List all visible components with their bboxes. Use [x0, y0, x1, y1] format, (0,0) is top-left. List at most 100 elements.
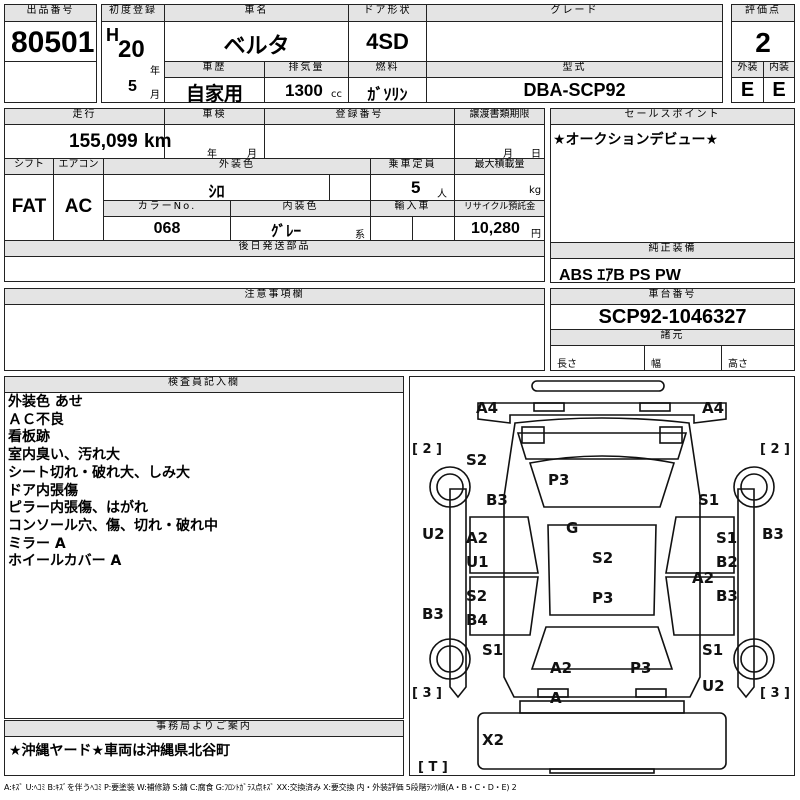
- history-cell: 自家用: [164, 77, 265, 105]
- rear-light-left: [537, 688, 569, 698]
- front-light-left: [533, 402, 565, 412]
- capacity: 5: [411, 178, 421, 197]
- mark-front-left: A4: [476, 399, 498, 417]
- fuel-header: 燃料: [348, 61, 427, 78]
- inspection-month-unit: 月: [247, 149, 257, 160]
- mark-sill-rear-left: B3: [422, 605, 444, 623]
- office-message: ★沖縄ヤード★車両は沖縄県北谷町: [9, 743, 231, 759]
- rear-panel-outline: [519, 700, 685, 714]
- chassis-cell: SCP92-1046327: [550, 304, 795, 330]
- right-sill: [737, 488, 755, 699]
- damage-legend: A:ｷｽﾞ U:ﾍｺﾐ B:ｷｽﾞを伴うﾍｺﾐ P:要塗装 W:補修跡 S:錆 …: [4, 783, 517, 792]
- inspector-header: 検査員記入欄: [4, 376, 404, 393]
- mark-door-front-left-b: U1: [466, 553, 489, 571]
- inspector-cell: 外装色 あせ ＡＣ不良 看板跡 室内臭い、汚れ大 シート切れ・破れ大、しみ大 ド…: [4, 392, 404, 719]
- int-color-header: 内装色: [230, 200, 371, 217]
- mark-hood: P3: [548, 471, 569, 489]
- displacement-unit: cc: [331, 89, 342, 100]
- mark-door-front-right-a: S1: [716, 529, 737, 547]
- exterior-grade: E: [740, 79, 755, 101]
- ac: AC: [64, 196, 93, 217]
- tire-mark-rear-left: [ 3 ]: [412, 686, 442, 701]
- transfer-cell: 月 日: [454, 124, 545, 160]
- displacement-header: 排気量: [264, 61, 349, 78]
- tire-rear-left: [429, 638, 471, 680]
- damage-diagram-frame: A4 A4 S2 B3 P3 S1 G U2 A2 U1 S1 B2 B3 S2…: [409, 376, 795, 776]
- mark-door-rear-left-a: S2: [466, 587, 487, 605]
- front-panel-outline: [477, 402, 727, 424]
- shift-cell: FAT: [4, 174, 54, 241]
- inspector-line: 外装色 あせ: [8, 394, 83, 410]
- int-color: ｸﾞﾚｰ: [271, 223, 302, 240]
- exterior-cell: E: [731, 77, 764, 103]
- model-header: 型式: [426, 61, 723, 78]
- shift: FAT: [11, 196, 47, 217]
- front-vent-left: [521, 426, 545, 444]
- equipment: ABS ｴｱB PS PW: [559, 267, 681, 284]
- year-unit: 年: [150, 66, 160, 77]
- inspector-line: ミラー A: [8, 535, 66, 552]
- right-front-door: [665, 516, 735, 574]
- equipment-cell: ABS ｴｱB PS PW: [550, 258, 795, 284]
- rear-light-right: [635, 688, 667, 698]
- notes-header: 注意事項欄: [4, 288, 545, 305]
- reg-year: 20: [118, 36, 145, 63]
- ac-header: エアコン: [53, 158, 104, 175]
- exterior-header: 外装: [731, 61, 764, 78]
- first-reg-cell: H 20 年 5 月: [101, 21, 165, 103]
- length-cell: 長さ: [550, 345, 645, 371]
- mark-pillar-right: S1: [698, 491, 719, 509]
- inspector-line: 看板跡: [8, 429, 50, 446]
- car-name-cell: ベルタ: [164, 21, 349, 62]
- score-cell: 2: [731, 21, 795, 62]
- mark-windshield: G: [566, 519, 578, 537]
- recycle-cell: 10,280 円: [454, 216, 545, 241]
- tire-rear-right: [733, 638, 775, 680]
- sales-point-cell: ★オークションデビュー★: [550, 124, 795, 243]
- notes-cell: [4, 304, 545, 371]
- windshield-outline: [528, 455, 676, 508]
- inspector-line: ホイールカバー A: [8, 553, 122, 570]
- import-cell-b: [412, 216, 455, 241]
- door-header: ドア形状: [348, 4, 427, 22]
- inspector-line: ＡＣ不良: [8, 411, 64, 428]
- front-vent-right: [659, 426, 683, 444]
- mark-trunk: X2: [482, 731, 504, 749]
- fuel: ｶﾞｿﾘﾝ: [367, 87, 408, 104]
- rear-window-outline: [530, 626, 674, 670]
- roof-outline: [547, 524, 657, 616]
- chassis-header: 車台番号: [550, 288, 795, 305]
- trunk-outline: [477, 712, 727, 770]
- rear-bumper: [549, 768, 655, 774]
- mark-door-rear-right: B3: [716, 587, 738, 605]
- capacity-cell: 5 人: [370, 174, 455, 201]
- recycle-header: リサイクル預託金: [454, 200, 545, 217]
- inspection-cell: 年 月: [164, 124, 265, 160]
- car-name: ベルタ: [223, 33, 290, 58]
- displacement-cell: 1300 cc: [264, 77, 349, 103]
- mark-quarter-left: S1: [482, 641, 503, 659]
- inspector-line: シート切れ・破れ大、しみ大: [8, 464, 190, 481]
- length-label: 長さ: [557, 359, 577, 370]
- office-cell: ★沖縄ヤード★車両は沖縄県北谷町: [4, 736, 404, 776]
- damage-diagram: A4 A4 S2 B3 P3 S1 G U2 A2 U1 S1 B2 B3 S2…: [412, 380, 790, 775]
- score: 2: [755, 27, 771, 58]
- hood-outline: [516, 432, 688, 460]
- tire-mark-rear-right: [ 3 ]: [760, 686, 790, 701]
- left-rear-door: [469, 576, 539, 636]
- mark-sill-left: U2: [422, 525, 445, 543]
- capacity-header: 乗車定員: [370, 158, 455, 175]
- mileage-header: 走行: [4, 108, 165, 125]
- interior-grade: E: [772, 79, 786, 101]
- transfer-header: 譲渡書類期限: [454, 108, 545, 125]
- transfer-day-unit: 日: [531, 149, 541, 160]
- grade-header: グレード: [426, 4, 723, 22]
- mark-door-front-right-b: B2: [716, 553, 738, 571]
- mark-roof-rear: P3: [592, 589, 613, 607]
- reg-month: 5: [128, 78, 137, 95]
- left-sill: [449, 488, 467, 699]
- door-type: 4SD: [366, 29, 409, 54]
- lot-no-cell: 80501: [4, 21, 97, 62]
- shift-header: シフト: [4, 158, 54, 175]
- tire-mark-front-right: [ 2 ]: [760, 442, 790, 457]
